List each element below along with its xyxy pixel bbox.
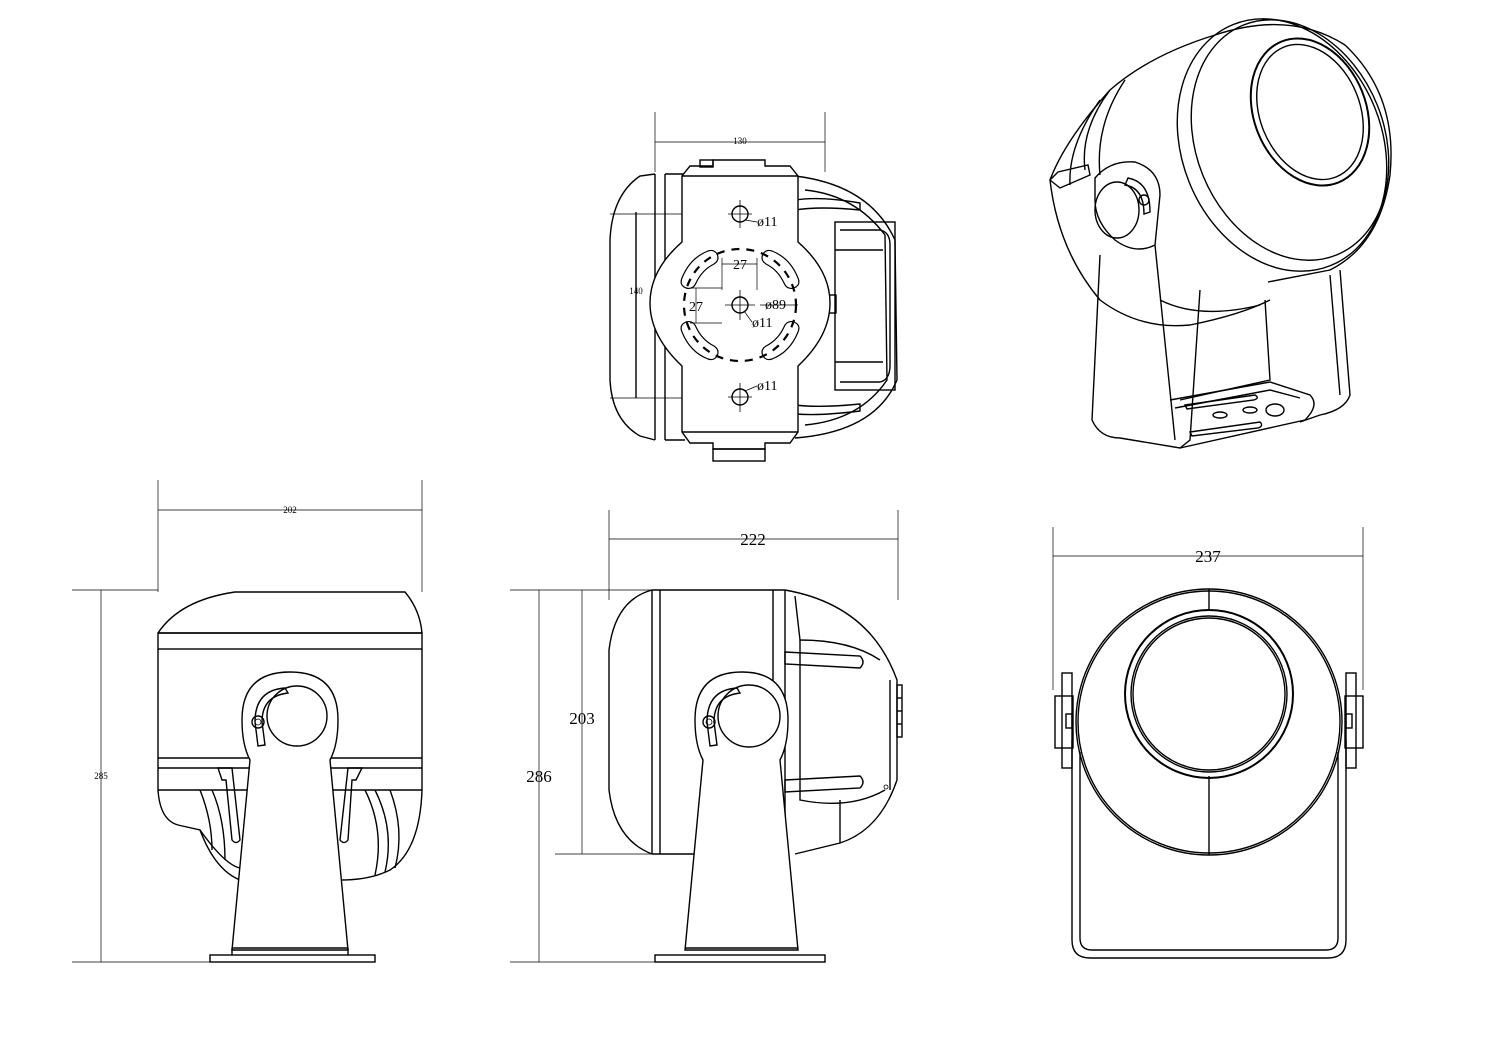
hole-bottom-label: ø11 xyxy=(757,379,777,394)
side-total-height-label: 286 xyxy=(526,767,552,786)
hole-top-label: ø11 xyxy=(757,215,777,230)
top-width-label: 130 xyxy=(733,136,747,146)
rear-view: 237 xyxy=(1052,527,1364,959)
front-height-label: 285 xyxy=(94,771,108,781)
side-body-height-label: 203 xyxy=(569,709,595,728)
front-width-label: 202 xyxy=(283,505,297,515)
hole-center-label: ø11 xyxy=(752,316,772,331)
bolt-circle-label: ø89 xyxy=(765,298,786,313)
side-width-label: 222 xyxy=(740,530,766,549)
slot-y-label: 27 xyxy=(689,300,703,315)
slot-x-label: 27 xyxy=(733,258,747,273)
side-view: 222 286 203 xyxy=(510,510,903,963)
top-view: 130 140 xyxy=(609,112,898,462)
isometric-view xyxy=(1048,18,1392,449)
rear-width-label: 237 xyxy=(1195,547,1221,566)
front-view: 202 285 xyxy=(72,480,423,963)
